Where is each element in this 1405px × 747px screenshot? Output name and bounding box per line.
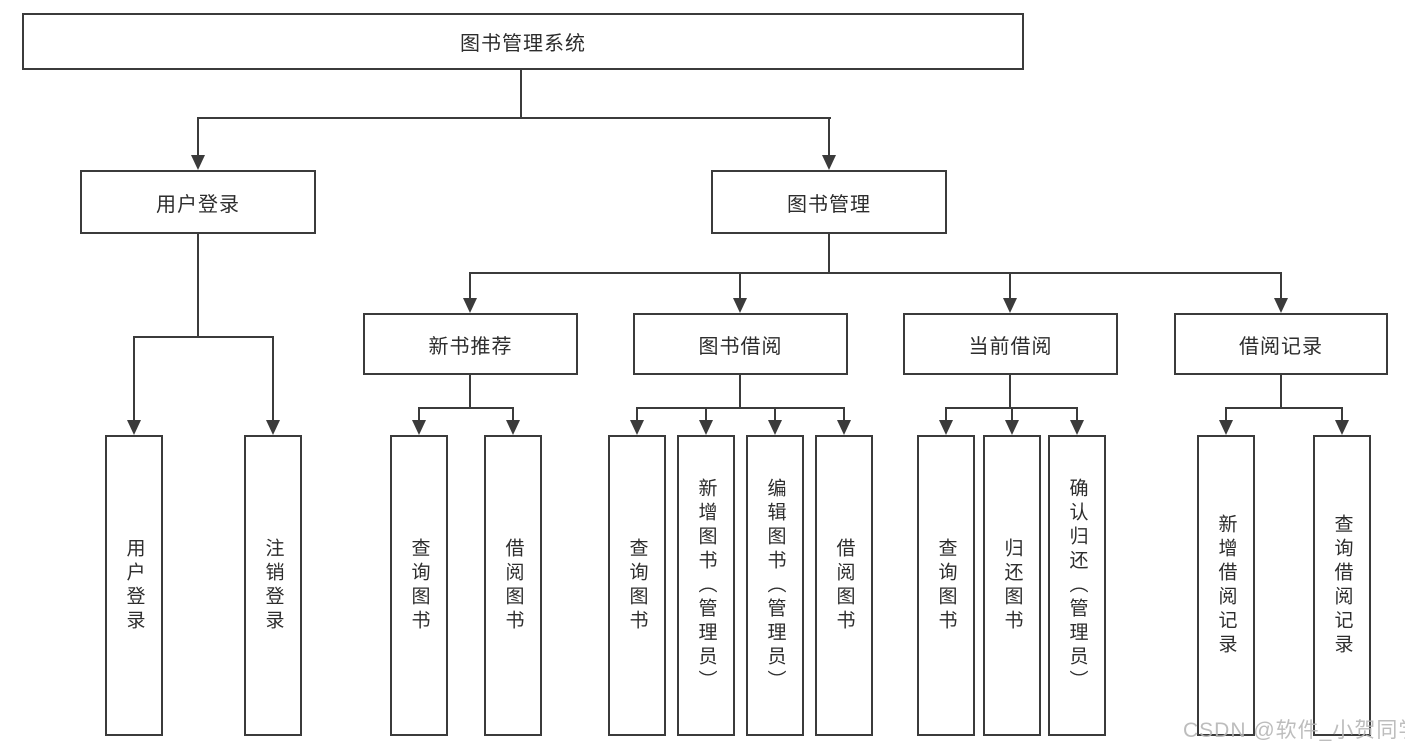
connector-stem [636,407,638,422]
connector-feed [1009,375,1011,407]
node-leaf-borrow-books: 借阅图书 [484,435,542,736]
connector-stem-book-borrow [739,272,741,300]
arrow-down-icon [699,420,713,435]
node-current-borrowing: 当前借阅 [903,313,1118,375]
connector-stem-book-management [828,117,830,157]
arrow-down-icon [1335,420,1349,435]
connector-branch [1225,407,1343,409]
connector-stem [774,407,776,422]
connector-stem-new-book [469,272,471,300]
connector-stem [1076,407,1078,422]
arrow-down-icon [463,298,477,313]
connector-stem [945,407,947,422]
arrow-down-icon [822,155,836,170]
connector-root-feed [520,70,522,118]
arrow-down-icon [768,420,782,435]
connector-stem-user-login [197,117,199,157]
csdn-watermark: CSDN @软件_小贺同学 [1183,719,1405,742]
node-leaf-query-borrow-record: 查询借阅记录 [1313,435,1371,736]
connector-stem [512,407,514,422]
connector-stem [1225,407,1227,422]
node-leaf-logout: 注销登录 [244,435,302,736]
node-leaf-edit-books-admin: 编辑图书（管理员） [746,435,804,736]
connector-stem-logout-leaf [272,336,274,422]
connector-book-mgmt-feed [828,234,830,274]
arrow-down-icon [1070,420,1084,435]
connector-stem [843,407,845,422]
arrow-down-icon [412,420,426,435]
connector-feed [739,375,741,407]
node-leaf-return-books: 归还图书 [983,435,1041,736]
arrow-down-icon [506,420,520,435]
arrow-down-icon [630,420,644,435]
arrow-down-icon [1219,420,1233,435]
arrow-down-icon [127,420,141,435]
connector-feed [1280,375,1282,407]
node-leaf-user-login: 用户登录 [105,435,163,736]
node-book-borrowing: 图书借阅 [633,313,848,375]
arrow-down-icon [837,420,851,435]
connector-stem-login-leaf [133,336,135,422]
connector-stem [1011,407,1013,422]
node-leaf-query-books: 查询图书 [390,435,448,736]
connector-feed [469,375,471,407]
arrow-down-icon [939,420,953,435]
node-leaf-add-books-admin: 新增图书（管理员） [677,435,735,736]
connector-branch [636,407,845,409]
node-leaf-query-books: 查询图书 [917,435,975,736]
connector-level2-branch [469,272,1282,274]
connector-level1-branch [197,117,831,119]
arrow-down-icon [266,420,280,435]
connector-user-login-branch [133,336,274,338]
connector-stem-borrow-records [1280,272,1282,300]
connector-stem [418,407,420,422]
arrow-down-icon [1274,298,1288,313]
node-book-management-system: 图书管理系统 [22,13,1024,70]
arrow-down-icon [1005,420,1019,435]
connector-stem [705,407,707,422]
node-user-login: 用户登录 [80,170,316,234]
connector-branch [418,407,514,409]
node-book-management: 图书管理 [711,170,947,234]
arrow-down-icon [733,298,747,313]
connector-stem-current-borrow [1009,272,1011,300]
node-new-book-recommend: 新书推荐 [363,313,578,375]
node-leaf-query-books: 查询图书 [608,435,666,736]
node-leaf-borrow-books: 借阅图书 [815,435,873,736]
connector-user-login-feed [197,234,199,336]
arrow-down-icon [191,155,205,170]
connector-stem [1341,407,1343,422]
node-leaf-add-borrow-record: 新增借阅记录 [1197,435,1255,736]
node-borrowing-records: 借阅记录 [1174,313,1388,375]
node-leaf-confirm-return-admin: 确认归还（管理员） [1048,435,1106,736]
arrow-down-icon [1003,298,1017,313]
